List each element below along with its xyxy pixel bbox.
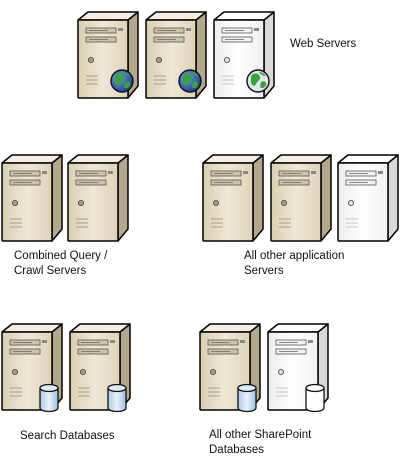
web-servers-group bbox=[77, 11, 275, 99]
application-servers-label: All other application Servers bbox=[244, 250, 345, 277]
server-tower bbox=[213, 11, 275, 99]
database-icon bbox=[39, 383, 59, 413]
application-servers-group bbox=[202, 154, 399, 242]
globe-icon bbox=[110, 69, 134, 93]
server-tower bbox=[202, 154, 264, 242]
server-tower bbox=[1, 154, 63, 242]
server-tower bbox=[199, 323, 261, 413]
server-tower bbox=[1, 323, 63, 413]
database-icon bbox=[237, 383, 257, 413]
server-tower bbox=[267, 323, 329, 413]
server-tower bbox=[77, 11, 139, 99]
globe-icon bbox=[178, 69, 202, 93]
server-tower bbox=[69, 323, 131, 413]
server-tower bbox=[67, 154, 129, 242]
query-crawl-servers-label: Combined Query / Crawl Servers bbox=[14, 250, 108, 277]
server-tower bbox=[145, 11, 207, 99]
search-databases-label: Search Databases bbox=[20, 430, 115, 442]
server-tower bbox=[270, 154, 332, 242]
sharepoint-databases-label: All other SharePoint Databases bbox=[209, 429, 312, 456]
globe-icon bbox=[246, 69, 270, 93]
web-servers-label: Web Servers bbox=[290, 38, 357, 50]
search-databases-group bbox=[1, 323, 131, 413]
database-icon bbox=[305, 383, 325, 413]
server-tower bbox=[337, 154, 399, 242]
sharepoint-databases-group bbox=[199, 323, 329, 413]
query-crawl-servers-group bbox=[1, 154, 129, 242]
database-icon bbox=[107, 383, 127, 413]
